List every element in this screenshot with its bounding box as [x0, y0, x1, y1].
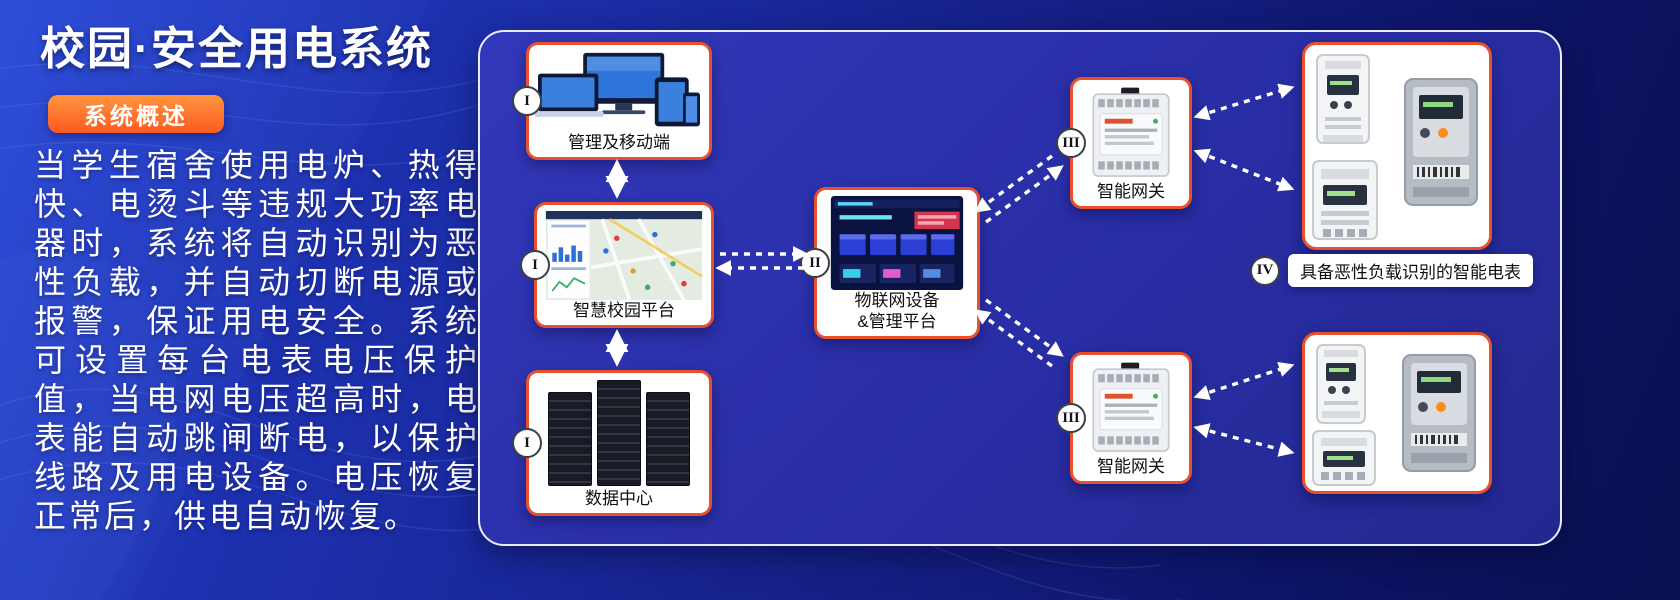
diagram-panel: I 管理及移动端 I — [478, 30, 1562, 546]
gateway-device-image — [1092, 362, 1170, 452]
overview-badge: 系统概述 — [48, 95, 224, 133]
numeral-badge-6: III — [1056, 403, 1086, 433]
node-label-iot-line2: &管理平台 — [857, 312, 937, 331]
campus-dashboard-image — [545, 211, 703, 300]
page-title: 校园·安全用电系统 — [40, 23, 433, 74]
smart-meters-image — [1312, 54, 1478, 240]
server-rack — [597, 380, 641, 486]
smart-meters-image — [1312, 344, 1476, 486]
node-label-gateway-top: 智能网关 — [1097, 182, 1165, 201]
node-smart-meters-top — [1302, 42, 1492, 250]
node-iot-platform: II — [800, 187, 980, 339]
node-label-management: 管理及移动端 — [568, 133, 670, 152]
numeral-badge-5: III — [1056, 128, 1086, 158]
smart-meters-label: 具备恶性负载识别的智能电表 — [1288, 254, 1533, 287]
node-label-gateway-bottom: 智能网关 — [1097, 457, 1165, 476]
numeral-badge-4: II — [800, 248, 830, 278]
node-smart-campus-platform: I — [520, 202, 714, 328]
server-rack — [646, 392, 690, 486]
description-text: 当学生宿舍使用电炉、热得快、电烫斗等违规大功率电器时，系统将自动识别为恶性负载，… — [34, 147, 480, 534]
numeral-badge-3: I — [512, 428, 542, 458]
node-data-center: I 数据中心 — [512, 370, 712, 516]
server-rack — [548, 392, 592, 486]
numeral-badge-1: I — [512, 86, 542, 116]
node-label-platform: 智慧校园平台 — [573, 301, 675, 320]
node-smart-gateway-top: III — [1056, 77, 1192, 209]
server-racks-image — [533, 376, 705, 488]
devices-image — [534, 52, 700, 127]
numeral-badge-7: IV — [1250, 255, 1280, 286]
node-label-datacenter: 数据中心 — [585, 489, 653, 508]
numeral-badge-2: I — [520, 250, 550, 280]
node-smart-meters-bottom — [1302, 332, 1492, 494]
smart-meters-caption: IV 具备恶性负载识别的智能电表 — [1250, 254, 1533, 287]
node-label-iot-line1: 物联网设备 — [854, 291, 940, 310]
node-management-terminal: I 管理及移动端 — [512, 42, 712, 160]
node-smart-gateway-bottom: III — [1056, 352, 1192, 484]
iot-dashboard-image — [830, 196, 964, 290]
gateway-device-image — [1092, 87, 1170, 177]
